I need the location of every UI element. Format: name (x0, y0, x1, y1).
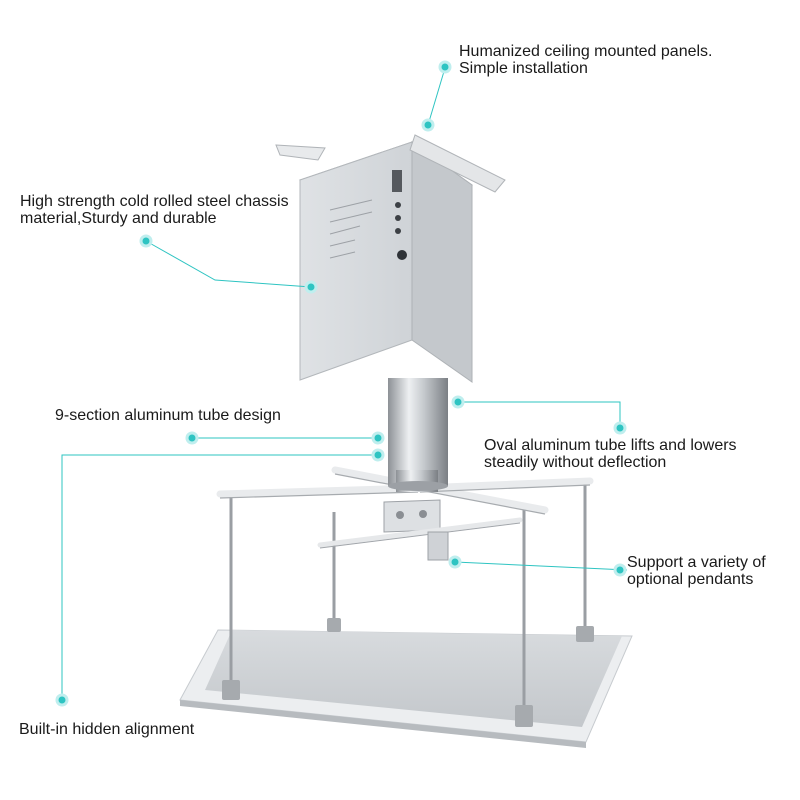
callout-lines (61, 67, 628, 700)
callout-dot-oval (613, 421, 627, 435)
cross-arm-edges (219, 473, 591, 515)
callout-dot-ceiling (438, 60, 452, 74)
callout-steel-chassis: High strength cold rolled steel chassis … (20, 193, 289, 227)
cross-arms (216, 466, 594, 514)
callout-ceiling-panels: Humanized ceiling mounted panels. Simple… (459, 43, 712, 77)
callout-hidden-alignment: Built-in hidden alignment (19, 721, 194, 738)
callout-ceiling-line1: Humanized ceiling mounted panels. (459, 43, 713, 60)
aluminum-tube (388, 378, 448, 492)
callout-alignment-line1: Built-in hidden alignment (19, 721, 195, 738)
callout-chassis-line1: High strength cold rolled steel chassis (20, 193, 289, 210)
callout-dot-chassis (139, 234, 153, 248)
callout-tube-line1: 9-section aluminum tube design (55, 407, 281, 424)
callout-pendants-line1: Support a variety of (627, 554, 766, 571)
callout-oval-line1: Oval aluminum tube lifts and lowers (484, 437, 737, 454)
rod-feet (222, 618, 594, 727)
callout-dot-pendants (613, 563, 627, 577)
callout-ceiling-line2: Simple installation (459, 60, 588, 77)
callout-dot-tube-end (371, 431, 385, 445)
callout-tube-design: 9-section aluminum tube design (55, 407, 281, 424)
callout-dot-chassis-end (304, 280, 318, 294)
callout-dot-ceiling-end (421, 118, 435, 132)
support-rods (229, 481, 587, 716)
callout-dot-alignment (55, 693, 69, 707)
callout-pendants-line2: optional pendants (627, 571, 754, 588)
callout-dot-tube (185, 431, 199, 445)
callout-dot-pendants-start (448, 555, 462, 569)
callout-oval-line2: steadily without deflection (484, 454, 667, 471)
callout-pendants: Support a variety of optional pendants (627, 554, 766, 588)
callout-oval-tube: Oval aluminum tube lifts and lowers stea… (484, 437, 737, 471)
steel-chassis (275, 134, 506, 383)
callout-dot-alignment-start (371, 448, 385, 462)
callout-chassis-line2: material,Sturdy and durable (20, 210, 217, 227)
callout-dots (55, 60, 627, 707)
callout-dot-oval-start (451, 395, 465, 409)
ceiling-panel (179, 629, 633, 748)
pendant-mount (317, 499, 523, 561)
